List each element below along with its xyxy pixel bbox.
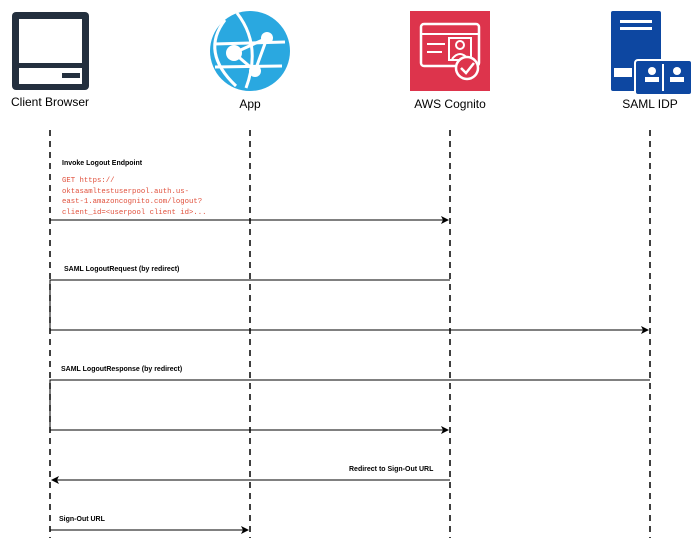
message-label-logout-response: SAML LogoutResponse (by redirect) — [61, 366, 183, 373]
server-directory-icon — [611, 11, 693, 96]
logout-request-code: GET https://oktasamltestuserpool.auth.us… — [62, 177, 207, 217]
actor-label-app: App — [239, 97, 261, 111]
actor-label-idp: SAML IDP — [622, 97, 678, 111]
message-label-logout-request: SAML LogoutRequest (by redirect) — [64, 266, 180, 273]
message-label-redirect-signout: Redirect to Sign-Out URL — [349, 466, 434, 473]
arrow-logout-request — [49, 279, 649, 334]
web-app-globe-icon — [210, 11, 290, 91]
arrow-logout-response — [49, 379, 650, 434]
actor-label-cognito: AWS Cognito — [414, 97, 486, 111]
computer-monitor-icon — [12, 12, 89, 90]
message-label-invoke-logout: Invoke Logout Endpoint — [62, 160, 143, 167]
actor-label-client: Client Browser — [10, 95, 90, 109]
cognito-identity-card-icon — [410, 11, 490, 91]
message-label-signout-url: Sign-Out URL — [59, 516, 105, 523]
